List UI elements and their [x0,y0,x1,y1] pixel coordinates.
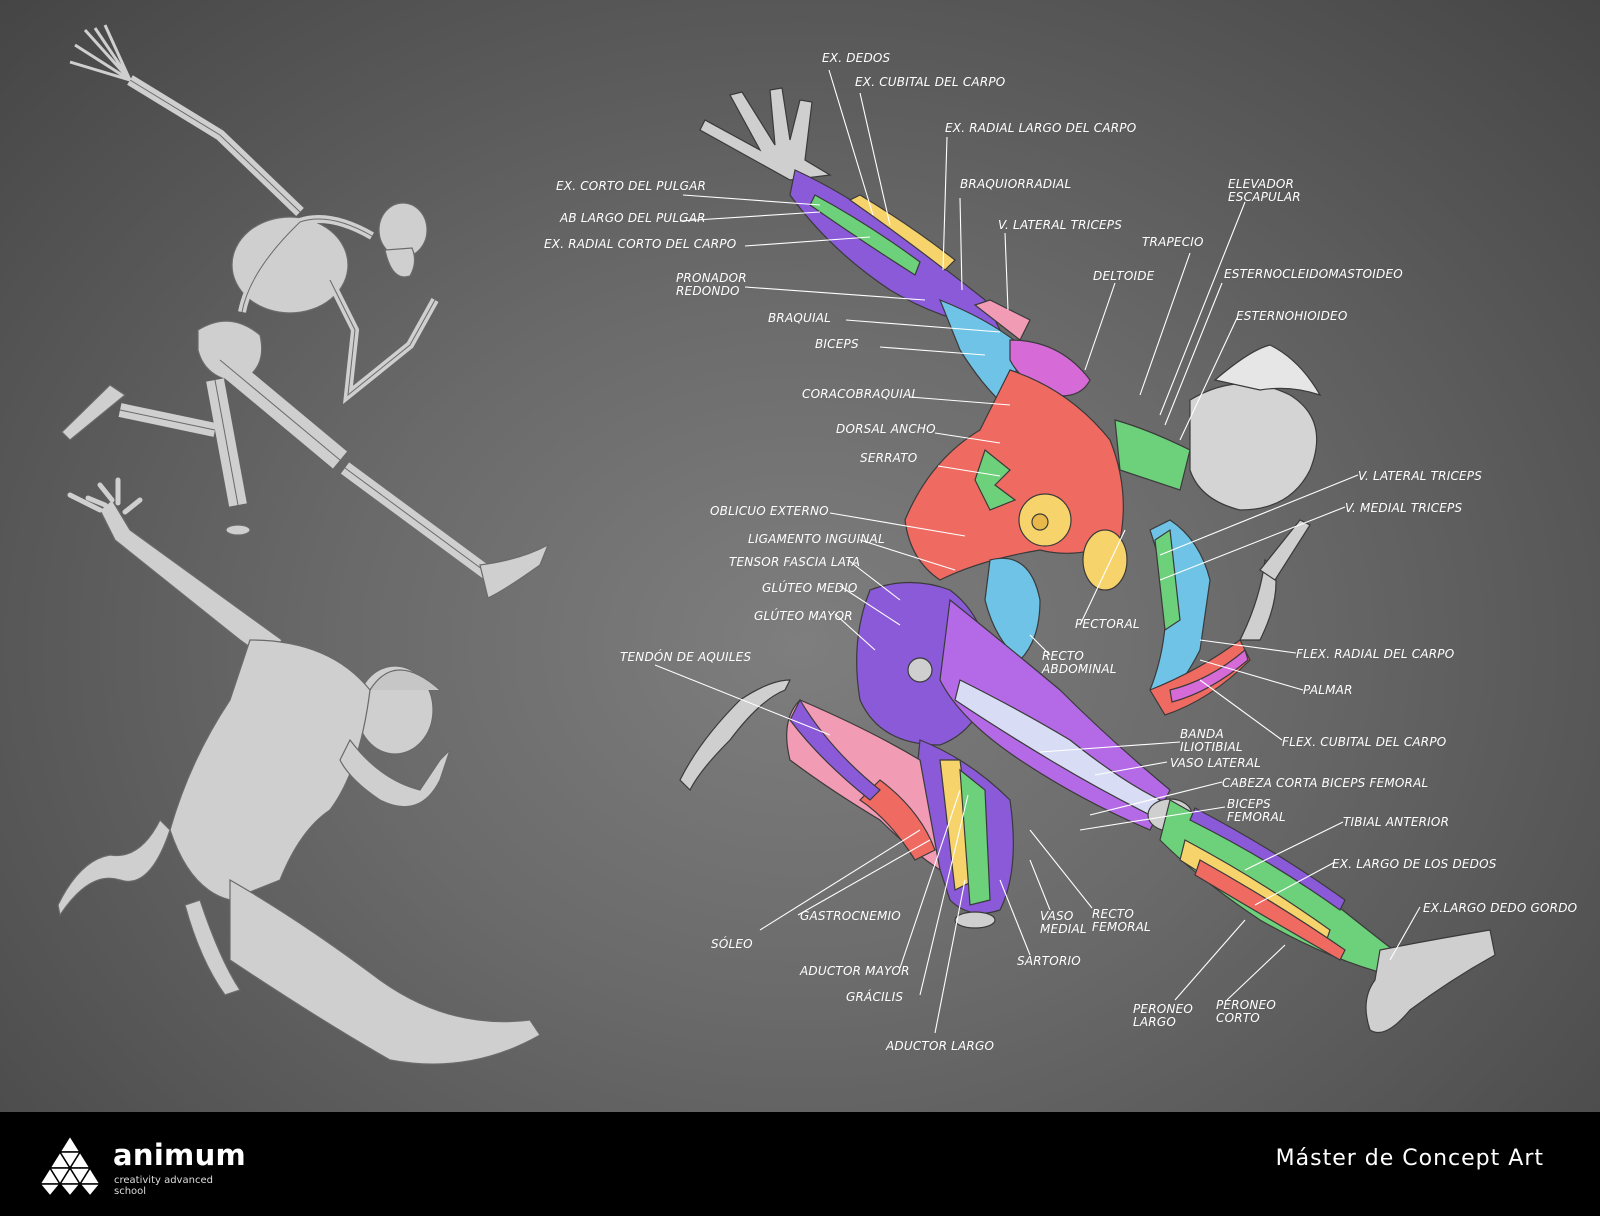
label-ex-largo-dedo-gordo: EX.LARGO DEDO GORDO [1423,901,1578,915]
leader-lines [654,69,1421,1034]
label-coracobraquial: CORACOBRAQUIAL [802,387,919,401]
label-gluteo-mayor: GLÚTEO MAYOR [754,609,853,623]
label-trapecio: TRAPECIO [1142,235,1204,249]
label-biceps-femoral: BICEPS FEMORAL [1227,797,1286,824]
label-braquial: BRAQUIAL [768,311,832,325]
label-soleo: SÓLEO [711,937,753,951]
brand-tagline: creativity advanced school [114,1175,213,1197]
label-sartorio: SARTORIO [1017,954,1081,968]
reference-figures [57,24,550,1065]
anatomy-canvas: EX. DEDOS EX. CUBITAL DEL CARPO EX. RADI… [0,0,1600,1112]
label-peroneo-largo: PERONEO LARGO [1133,1002,1194,1029]
label-pronador-redondo: PRONADOR REDONDO [676,271,747,298]
label-aductor-mayor: ADUCTOR MAYOR [800,964,910,978]
brand-name: animum [113,1138,247,1172]
gray-figure [57,477,541,1065]
label-v-lateral-triceps-top: V. LATERAL TRICEPS [998,218,1123,232]
label-aductor-largo: ADUCTOR LARGO [886,1039,995,1053]
label-vaso-medial: VASO MEDIAL [1040,909,1087,936]
label-gluteo-medio: GLÚTEO MEDIO [762,581,858,595]
label-braquiorradial: BRAQUIORRADIAL [960,177,1072,191]
label-recto-abdominal: RECTO ABDOMINAL [1042,649,1117,676]
label-ex-radial-largo: EX. RADIAL LARGO DEL CARPO [945,121,1137,135]
label-ligamento-inguinal: LIGAMENTO INGUINAL [748,532,885,546]
label-dorsal-ancho: DORSAL ANCHO [836,422,936,436]
back-foot [679,679,791,792]
label-peroneo-corto: PERONEO CORTO [1216,998,1277,1025]
label-elevador-escapular: ELEVADOR ESCAPULAR [1228,177,1301,204]
label-ex-dedos: EX. DEDOS [822,51,891,65]
label-palmar: PALMAR [1303,683,1353,697]
label-ex-largo-dedos: EX. LARGO DE LOS DEDOS [1332,857,1497,871]
raised-hand [699,87,832,181]
label-cabeza-corta-biceps: CABEZA CORTA BICEPS FEMORAL [1222,776,1429,790]
label-v-medial-triceps: V. MEDIAL TRICEPS [1345,501,1463,515]
label-pectoral: PECTORAL [1075,617,1140,631]
course-title: Máster de Concept Art [1275,1146,1544,1171]
muscle-figure [679,87,1496,1034]
animum-logo-icon [38,1134,102,1198]
front-foot [1365,929,1496,1034]
label-oblicuo-externo: OBLICUO EXTERNO [710,504,829,518]
footer-bar: animum creativity advanced school Máster… [0,1112,1600,1216]
label-ex-radial-corto: EX. RADIAL CORTO DEL CARPO [544,237,737,251]
label-ex-cubital-carpo: EX. CUBITAL DEL CARPO [855,75,1006,89]
label-v-lateral-triceps: V. LATERAL TRICEPS [1358,469,1483,483]
label-banda-iliotibial: BANDA ILIOTIBIAL [1180,727,1243,754]
label-vaso-lateral: VASO LATERAL [1170,756,1262,770]
label-gastrocnemio: GASTROCNEMIO [800,909,901,923]
label-gracilis: GRÁCILIS [846,990,904,1004]
label-flex-cubital-carpo: FLEX. CUBITAL DEL CARPO [1282,735,1447,749]
label-deltoide: DELTOIDE [1093,269,1155,283]
label-esternocleidomastoideo: ESTERNOCLEIDOMASTOIDEO [1224,267,1403,281]
label-tendon-aquiles: TENDÓN DE AQUILES [620,650,752,664]
label-tibial-anterior: TIBIAL ANTERIOR [1343,815,1450,829]
label-flex-radial-carpo: FLEX. RADIAL DEL CARPO [1296,647,1455,661]
label-tensor-fascia-lata: TENSOR FASCIA LATA [729,555,861,569]
label-recto-femoral: RECTO FEMORAL [1092,907,1151,934]
label-esternohioideo: ESTERNOHIOIDEO [1236,309,1348,323]
label-biceps: BICEPS [815,337,859,351]
label-ab-largo-pulgar: AB LARGO DEL PULGAR [560,211,706,225]
label-ex-corto-pulgar: EX. CORTO DEL PULGAR [556,179,707,193]
label-serrato: SERRATO [860,451,918,465]
skeleton-figure [61,24,550,599]
